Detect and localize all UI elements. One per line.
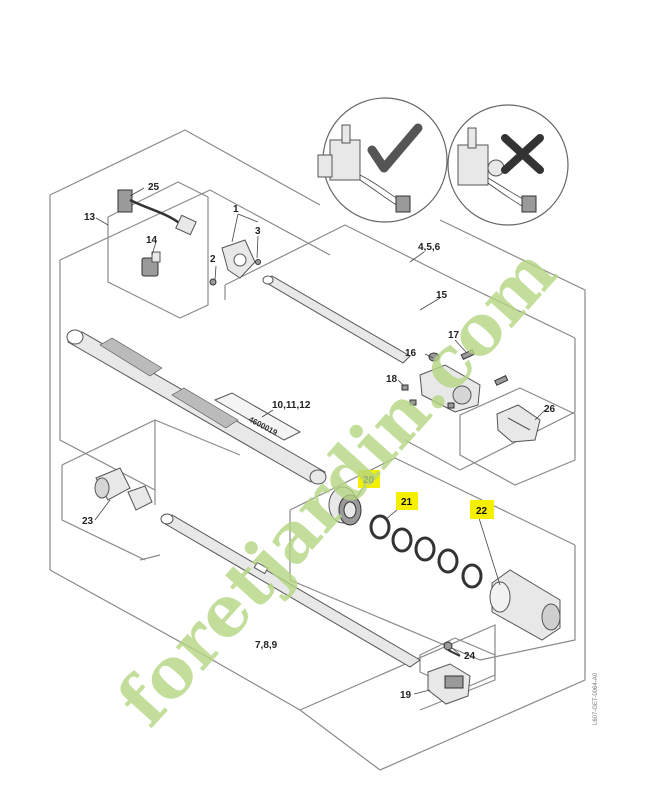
- panel-part-26-box: [459, 387, 576, 486]
- switch-housing-incorrect: [457, 144, 489, 186]
- highlight-callout-21[interactable]: 21: [396, 492, 418, 510]
- callout-1: 1: [233, 204, 239, 215]
- pin-3: [255, 259, 261, 265]
- panel-wiring-box: [107, 181, 209, 319]
- incorrect-cross-icon: [501, 134, 544, 174]
- panel-coupling: [289, 457, 576, 661]
- callout-24: 24: [464, 651, 476, 662]
- gearhead-20: [328, 486, 362, 526]
- callout-25: 25: [148, 182, 160, 193]
- callout-22: 22: [476, 506, 488, 517]
- callout-2: 2: [210, 254, 216, 265]
- clip-26: [496, 404, 541, 443]
- inset-correct: [317, 97, 448, 223]
- callout-10-11-12: 10,11,12: [272, 400, 311, 411]
- highlight-box-20: [358, 470, 380, 488]
- highlight-callout-20[interactable]: 20: [358, 470, 380, 488]
- callout-14: 14: [146, 235, 158, 246]
- callout-3: 3: [255, 226, 261, 237]
- screw-2: [209, 278, 217, 286]
- callout-19: 19: [400, 690, 412, 701]
- screw-17: [460, 349, 475, 361]
- switch-14: [141, 251, 161, 277]
- housing-16: [419, 352, 481, 413]
- document-id: L607-GET-0064-A0: [593, 672, 599, 725]
- nut-18b: [409, 399, 417, 406]
- switch-tab-correct: [317, 154, 333, 178]
- callout-20: 20: [363, 475, 375, 486]
- callout-13: 13: [84, 212, 96, 223]
- switch-housing-correct: [329, 139, 361, 181]
- handle-part-1: [221, 239, 256, 279]
- callout-18: 18: [386, 374, 398, 385]
- watermark-text: foretjardin.com: [101, 231, 572, 742]
- callout-17: 17: [448, 330, 460, 341]
- callout-7-8-9: 7,8,9: [255, 640, 278, 651]
- callout-15: 15: [436, 290, 448, 301]
- highlight-box-21: [396, 492, 418, 510]
- connector-incorrect: [521, 195, 537, 213]
- highlight-callout-22[interactable]: 22: [470, 500, 494, 519]
- screw-24: [443, 641, 461, 657]
- watermark: foretjardin.com: [101, 231, 572, 742]
- callout-23: 23: [82, 516, 94, 527]
- callout-26: 26: [544, 404, 556, 415]
- panel-bottom-left: [61, 419, 241, 561]
- coupling-23: [94, 467, 153, 511]
- switch-post-correct: [341, 124, 351, 144]
- cover-22: [489, 569, 561, 641]
- leader-lines: [94, 187, 546, 695]
- wiring-harness: [117, 189, 197, 236]
- callout-16: 16: [405, 348, 417, 359]
- screw-17b: [494, 374, 509, 386]
- outer-frame: [49, 129, 586, 771]
- end-cap-19: [427, 663, 471, 705]
- panel-screw-box: [419, 637, 496, 691]
- inset-incorrect: [447, 104, 569, 226]
- correct-check-icon: [367, 123, 423, 173]
- connector-correct: [395, 195, 411, 213]
- main-tube: [66, 329, 327, 485]
- nut-18c: [447, 402, 455, 409]
- nut-18: [401, 384, 409, 391]
- panel-tube-group: [59, 189, 331, 505]
- highlight-box-22: [470, 500, 494, 519]
- shaft-15: [262, 275, 411, 364]
- rings-21: [369, 514, 483, 589]
- callout-21: 21: [401, 497, 413, 508]
- callout-4-5-6: 4,5,6: [418, 242, 441, 253]
- lower-tube: [160, 513, 421, 668]
- switch-post-incorrect: [467, 127, 477, 149]
